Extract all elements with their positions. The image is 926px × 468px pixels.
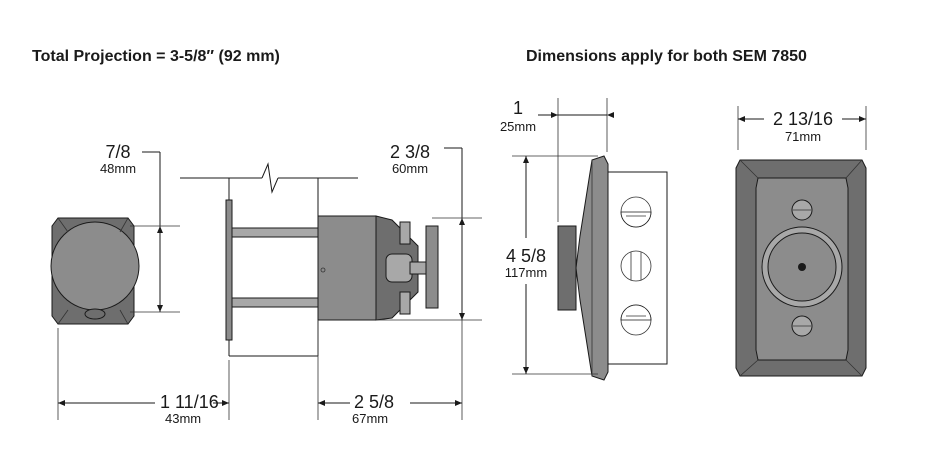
dim-four-five-eighths: 4 5/8 117mm bbox=[505, 155, 598, 375]
mount-rod-bottom bbox=[231, 297, 319, 308]
side-profile-view bbox=[557, 155, 668, 381]
dim-one-label: 1 bbox=[513, 98, 523, 118]
mounting-plate bbox=[225, 199, 233, 341]
front-view-armature bbox=[50, 217, 140, 325]
dim-seven-eighths-mm: 48mm bbox=[100, 161, 136, 176]
dim-one-eleven-sixteenths-label: 1 11/16 bbox=[160, 392, 219, 412]
dim-two-thirteen-sixteenths-mm: 71mm bbox=[785, 129, 821, 144]
electrical-box bbox=[604, 171, 668, 365]
dim-two-five-eighths-label: 2 5/8 bbox=[354, 392, 394, 412]
heading-total-projection: Total Projection = 3-5/8″ (92 mm) bbox=[32, 48, 280, 65]
armature-disc bbox=[50, 221, 140, 311]
dim-two-five-eighths: 2 5/8 67mm bbox=[317, 320, 463, 426]
pivot-ball bbox=[385, 253, 413, 283]
dim-two-three-eighths-mm: 60mm bbox=[392, 161, 428, 176]
side-view-installed bbox=[180, 162, 439, 357]
magnet-housing bbox=[317, 215, 377, 321]
strike-plate bbox=[425, 225, 439, 309]
heading-dimensions-apply: Dimensions apply for both SEM 7850 bbox=[526, 48, 807, 65]
dim-four-five-eighths-label: 4 5/8 bbox=[506, 246, 546, 266]
mount-rod-top bbox=[231, 227, 319, 238]
dim-seven-eighths: 7/8 48mm bbox=[100, 142, 180, 313]
front-faceplate-view bbox=[735, 159, 867, 377]
dim-one-eleven-sixteenths-mm: 43mm bbox=[165, 411, 201, 426]
dim-two-thirteen-sixteenths-label: 2 13/16 bbox=[773, 109, 833, 129]
dim-one-mm: 25mm bbox=[500, 119, 536, 134]
dim-seven-eighths-label: 7/8 bbox=[105, 142, 130, 162]
dim-four-five-eighths-mm: 117mm bbox=[505, 265, 547, 280]
armature-pivot bbox=[84, 308, 106, 320]
dim-one: 1 25mm bbox=[500, 98, 614, 222]
side-backplate bbox=[557, 225, 577, 311]
dim-two-three-eighths: 2 3/8 60mm bbox=[376, 142, 482, 321]
dim-two-three-eighths-label: 2 3/8 bbox=[390, 142, 430, 162]
dim-two-thirteen-sixteenths: 2 13/16 71mm bbox=[737, 106, 867, 150]
magnet-center-icon bbox=[798, 263, 806, 271]
dim-two-five-eighths-mm: 67mm bbox=[352, 411, 388, 426]
dim-one-eleven-sixteenths: 1 11/16 43mm bbox=[57, 328, 230, 426]
